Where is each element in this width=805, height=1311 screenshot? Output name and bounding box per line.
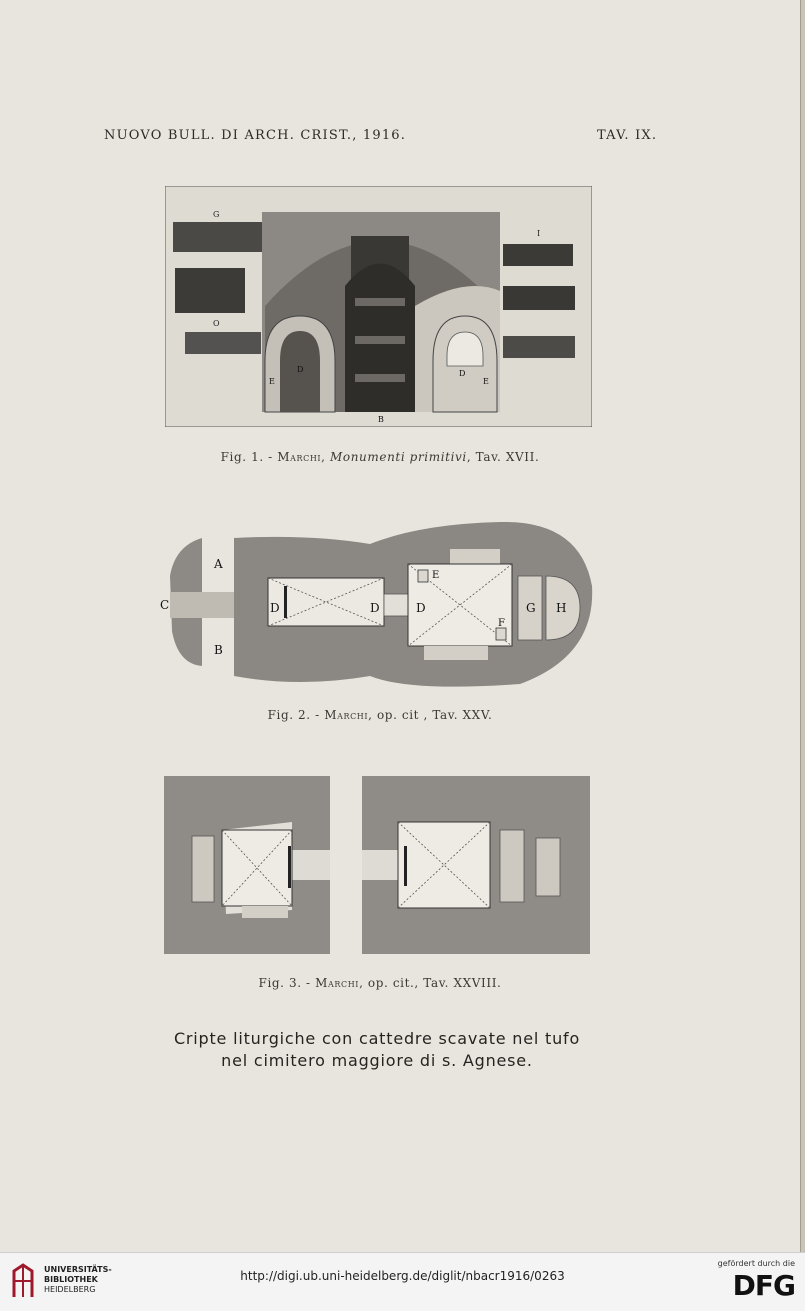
fig1-label-d-right: D <box>459 369 465 378</box>
library-name-line-2: BIBLIOTHEK <box>44 1275 98 1284</box>
fig2-label-c: C <box>160 598 169 612</box>
fig1-label-e-left: E <box>269 377 275 386</box>
fig2-label-f: F <box>498 618 505 629</box>
plate-title-line-2: nel cimitero maggiore di s. Agnese. <box>221 1051 533 1070</box>
running-head-plate: TAV. IX. <box>597 128 658 143</box>
page-edge <box>800 0 805 1252</box>
funding-note: gefördert durch die <box>717 1259 795 1268</box>
fig1-label-i: I <box>537 229 540 238</box>
figure-3-plans <box>164 776 590 954</box>
plate-title: Cripte liturgiche con cattedre scavate n… <box>0 1028 754 1072</box>
figure-1-caption: Fig. 1. - Marchi, Monumenti primitivi, T… <box>0 450 760 464</box>
fig2-caption-prefix: Fig. 2. - <box>267 708 325 722</box>
library-name-line-1: UNIVERSITÄTS- <box>44 1265 112 1274</box>
fig2-label-g: G <box>526 601 536 615</box>
figure-2-caption: Fig. 2. - Marchi, op. cit , Tav. XXV. <box>0 708 760 722</box>
figure-2-plan: A B C D D D E F G H <box>160 521 593 687</box>
fig2-label-d2: D <box>370 601 380 615</box>
fig3-caption-author: Marchi <box>315 976 360 990</box>
fig2-label-b: B <box>214 643 223 657</box>
viewer-footer: UNIVERSITÄTS- BIBLIOTHEK HEIDELBERG http… <box>0 1252 805 1311</box>
fig1-label-o: O <box>213 319 220 328</box>
fig2-label-d3: D <box>416 601 426 615</box>
fig1-label-b: B <box>378 415 384 424</box>
fig1-caption-suffix: , Tav. XVII. <box>466 450 540 464</box>
permalink-url[interactable]: http://digi.ub.uni-heidelberg.de/diglit/… <box>240 1269 565 1283</box>
fig2-label-e: E <box>432 570 439 581</box>
running-head-journal: NUOVO BULL. DI ARCH. CRIST., 1916. <box>104 128 407 143</box>
fig3-caption-prefix: Fig. 3. - <box>258 976 316 990</box>
fig2-caption-author: Marchi <box>324 708 369 722</box>
fig2-label-a: A <box>213 557 223 571</box>
figure-1-section-drawing: G I O E D D E B <box>165 186 592 427</box>
dfg-logo-icon: DFG <box>732 1269 796 1302</box>
fig1-label-d-left: D <box>297 365 303 374</box>
fig1-caption-sep: , <box>321 450 331 464</box>
fig2-caption-suffix: , op. cit , Tav. XXV. <box>368 708 493 722</box>
fig1-label-e-right: E <box>483 377 489 386</box>
fig3-caption-suffix: , op. cit., Tav. XXVIII. <box>359 976 502 990</box>
plate-title-line-1: Cripte liturgiche con cattedre scavate n… <box>173 1029 581 1048</box>
university-library-logo-icon <box>8 1261 38 1301</box>
fig2-label-d1: D <box>270 601 280 615</box>
fig2-label-h: H <box>556 601 566 615</box>
fig1-caption-prefix: Fig. 1. - <box>220 450 278 464</box>
university-library-name: UNIVERSITÄTS- BIBLIOTHEK HEIDELBERG <box>44 1265 112 1295</box>
figure-3-caption: Fig. 3. - Marchi, op. cit., Tav. XXVIII. <box>0 976 760 990</box>
fig1-label-g: G <box>213 210 219 219</box>
fig1-caption-author: Marchi <box>277 450 322 464</box>
library-name-line-3: HEIDELBERG <box>44 1285 96 1294</box>
fig1-caption-title: Monumenti primitivi <box>330 450 467 464</box>
plate-page: NUOVO BULL. DI ARCH. CRIST., 1916. TAV. … <box>0 128 760 1072</box>
